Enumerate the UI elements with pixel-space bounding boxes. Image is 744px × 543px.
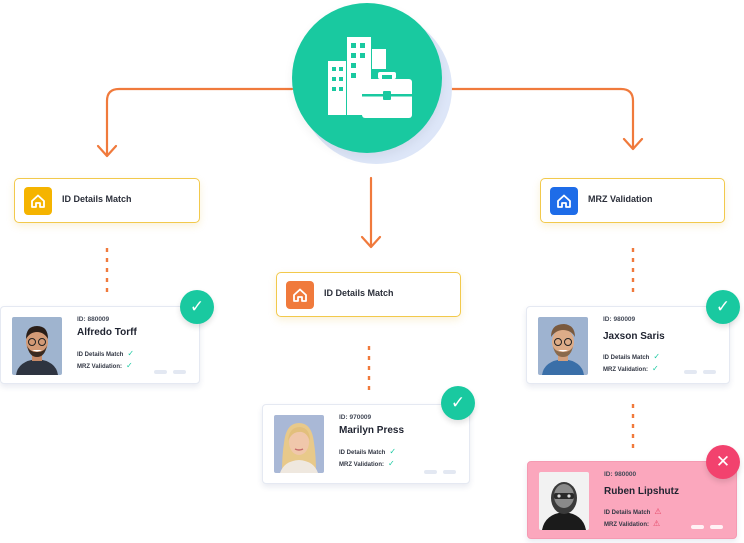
verified-badge-check-icon: ✓ [706, 290, 740, 324]
row-label: MRZ Validation: [604, 522, 649, 528]
card-decor-dots [691, 525, 725, 529]
id-details-row: ID Details Match✓ [77, 349, 134, 358]
check-icon: ✓ [389, 447, 397, 456]
profile-id: ID: 980000 [604, 471, 637, 478]
check-label: ID Details Match [62, 194, 132, 204]
card-decor-dots [154, 370, 188, 374]
profile-name: Jaxson Saris [603, 331, 665, 342]
mrz-validation-row: MRZ Validation: ✓ [77, 361, 133, 370]
avatar [539, 472, 589, 530]
mrz-validation-row: MRZ Validation: ✓ [339, 459, 395, 468]
profile-name: Alfredo Torff [77, 327, 137, 338]
home-icon [286, 281, 314, 309]
id-details-row: ID Details Match✓ [339, 447, 396, 456]
profile-card-marilyn[interactable]: ID: 970009 Marilyn Press ID Details Matc… [262, 404, 470, 484]
office-briefcase-icon [328, 37, 412, 118]
row-label: ID Details Match [77, 352, 124, 358]
verified-badge-check-icon: ✓ [441, 386, 475, 420]
row-label: ID Details Match [604, 510, 651, 516]
home-icon [24, 187, 52, 215]
row-label: ID Details Match [339, 450, 386, 456]
avatar [538, 317, 588, 375]
profile-id: ID: 880009 [77, 316, 110, 323]
check-mrz-validation-right: MRZ Validation [540, 178, 725, 223]
check-label: MRZ Validation [588, 194, 653, 204]
check-id-details-center: ID Details Match [276, 272, 461, 317]
id-details-row: ID Details Match⚠ [604, 507, 662, 516]
check-icon: ✓ [127, 349, 135, 358]
row-label: MRZ Validation: [603, 367, 648, 373]
profile-card-alfredo[interactable]: ID: 880009 Alfredo Torff ID Details Matc… [0, 306, 200, 384]
check-label: ID Details Match [324, 288, 394, 298]
home-icon [550, 187, 578, 215]
warning-icon: ⚠ [654, 507, 662, 516]
mrz-validation-row: MRZ Validation: ✓ [603, 364, 659, 373]
check-icon: ✓ [126, 361, 133, 370]
check-id-details-left: ID Details Match [14, 178, 200, 223]
profile-card-jaxson[interactable]: ID: 980009 Jaxson Saris ID Details Match… [526, 306, 730, 384]
card-decor-dots [684, 370, 718, 374]
profile-card-ruben[interactable]: ID: 980000 Ruben Lipshutz ID Details Mat… [527, 461, 737, 539]
failed-badge-close-icon: ✕ [706, 445, 740, 479]
avatar [274, 415, 324, 473]
row-label: ID Details Match [603, 355, 650, 361]
row-label: MRZ Validation: [339, 462, 384, 468]
row-label: MRZ Validation: [77, 364, 122, 370]
profile-name: Ruben Lipshutz [604, 486, 679, 497]
check-icon: ✓ [388, 459, 395, 468]
profile-id: ID: 980009 [603, 316, 636, 323]
check-icon: ✓ [653, 352, 661, 361]
check-icon: ✓ [652, 364, 659, 373]
profile-name: Marilyn Press [339, 425, 405, 436]
warning-icon: ⚠ [653, 519, 661, 528]
id-details-row: ID Details Match✓ [603, 352, 660, 361]
company-hub [292, 3, 442, 153]
mrz-validation-row: MRZ Validation: ⚠ [604, 519, 660, 528]
verified-badge-check-icon: ✓ [180, 290, 214, 324]
profile-id: ID: 970009 [339, 414, 372, 421]
avatar [12, 317, 62, 375]
card-decor-dots [424, 470, 458, 474]
